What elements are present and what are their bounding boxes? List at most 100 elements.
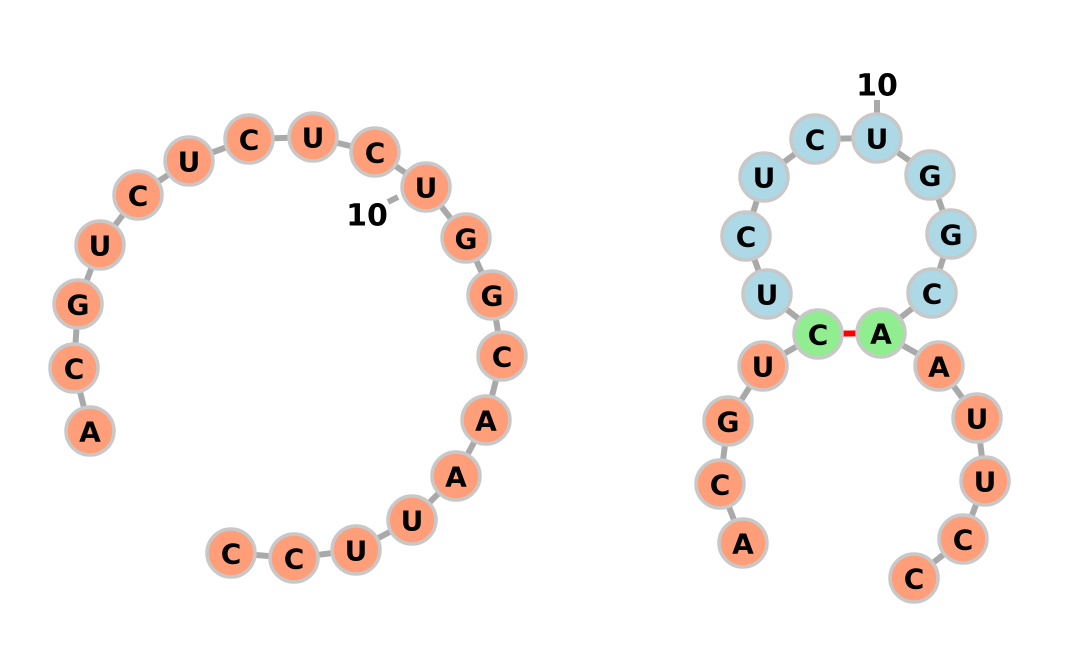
nucleotide-letter: U — [752, 351, 775, 384]
nucleotide-4[interactable]: U — [74, 219, 126, 271]
nucleotide-letter: C — [365, 137, 386, 170]
nucleotide-circle — [738, 151, 790, 203]
nucleotide-17[interactable]: U — [330, 524, 382, 576]
nucleotide-letter: U — [89, 230, 112, 263]
nucleotide-circle — [925, 208, 977, 260]
nucleotide-letter: G — [940, 219, 963, 252]
nucleotide-8[interactable]: U — [738, 151, 790, 203]
nucleotide-letter: C — [953, 524, 974, 557]
nucleotide-circle — [163, 135, 215, 187]
nucleotide-letter: C — [128, 180, 149, 213]
nucleotide-5[interactable]: C — [792, 308, 844, 360]
nucleotide-circle — [349, 126, 401, 178]
nucleotide-16[interactable]: U — [951, 392, 1003, 444]
nucleotide-5[interactable]: C — [112, 169, 164, 221]
nucleotide-circle — [430, 450, 482, 502]
nucleotide-letter: U — [345, 535, 368, 568]
nucleotide-circle — [330, 524, 382, 576]
nucleotide-12[interactable]: G — [466, 269, 518, 321]
nucleotide-letter: G — [67, 289, 90, 322]
nucleotide-1[interactable]: A — [64, 405, 116, 457]
nucleotide-circle — [717, 517, 769, 569]
nucleotide-14[interactable]: A — [460, 394, 512, 446]
nucleotide-9[interactable]: C — [789, 113, 841, 165]
nucleotide-circle — [64, 405, 116, 457]
nucleotide-letter: C — [736, 221, 757, 254]
nucleotide-letter: G — [455, 223, 478, 256]
nucleotide-circle — [223, 113, 275, 165]
nucleotide-9[interactable]: C — [349, 126, 401, 178]
nucleotide-letter: C — [808, 319, 829, 352]
nucleotide-17[interactable]: U — [959, 455, 1011, 507]
nucleotide-15[interactable]: A — [913, 340, 965, 392]
nucleotide-18[interactable]: C — [937, 513, 989, 565]
nucleotide-circle — [400, 161, 452, 213]
nucleotide-2[interactable]: C — [48, 342, 100, 394]
index-label: 10 — [856, 69, 898, 104]
nucleotide-13[interactable]: C — [906, 267, 958, 319]
nucleotide-circle — [460, 394, 512, 446]
nucleotide-circle — [268, 532, 320, 584]
nucleotide-16[interactable]: U — [386, 494, 438, 546]
nucleotide-letter: U — [966, 403, 989, 436]
nucleotide-circle — [959, 455, 1011, 507]
nucleotide-14[interactable]: A — [855, 307, 907, 359]
nucleotide-letter: G — [481, 280, 504, 313]
nucleotide-letter: U — [415, 172, 438, 205]
nucleotide-circle — [52, 278, 104, 330]
nucleotide-7[interactable]: C — [223, 113, 275, 165]
nucleotide-letter: C — [64, 353, 85, 386]
nucleotide-11[interactable]: G — [904, 149, 956, 201]
nucleotide-letter: A — [79, 416, 101, 449]
nucleotide-6[interactable]: U — [741, 268, 793, 320]
nucleotide-1[interactable]: A — [717, 517, 769, 569]
nucleotide-letter: G — [717, 406, 740, 439]
nucleotide-letter: A — [445, 461, 467, 494]
nucleotide-circle — [851, 112, 903, 164]
nucleotide-10[interactable]: U — [851, 112, 903, 164]
nucleotide-4[interactable]: U — [737, 340, 789, 392]
nucleotide-letter: A — [928, 351, 950, 384]
nucleotide-circle — [737, 340, 789, 392]
nucleotide-circle — [440, 212, 492, 264]
nucleotide-letter: A — [732, 528, 754, 561]
nucleotide-circle — [888, 552, 940, 604]
index-tick — [386, 194, 400, 205]
nucleotide-19[interactable]: C — [888, 552, 940, 604]
nucleotide-circle — [287, 111, 339, 163]
nucleotide-3[interactable]: G — [702, 395, 754, 447]
nucleotide-circle — [694, 458, 746, 510]
nucleotide-circle — [913, 340, 965, 392]
nucleotide-6[interactable]: U — [163, 135, 215, 187]
nucleotide-7[interactable]: C — [720, 210, 772, 262]
nucleotide-12[interactable]: G — [925, 208, 977, 260]
nucleotide-10[interactable]: U — [400, 161, 452, 213]
nucleotide-circle — [951, 392, 1003, 444]
nucleotide-letter: C — [805, 124, 826, 157]
nucleotide-2[interactable]: C — [694, 458, 746, 510]
nucleotide-circle — [205, 527, 257, 579]
nucleotide-letter: A — [870, 318, 892, 351]
nucleotide-letter: U — [178, 146, 201, 179]
nucleotide-circle — [904, 149, 956, 201]
nucleotide-circle — [48, 342, 100, 394]
nucleotide-18[interactable]: C — [268, 532, 320, 584]
nucleotide-letter: C — [922, 278, 943, 311]
nucleotide-11[interactable]: G — [440, 212, 492, 264]
nucleotide-circle — [386, 494, 438, 546]
nucleotide-8[interactable]: U — [287, 111, 339, 163]
nucleotide-letter: U — [753, 162, 776, 195]
nucleotide-circle — [789, 113, 841, 165]
nucleotide-letter: C — [904, 563, 925, 596]
nucleotide-circle — [792, 308, 844, 360]
nucleotide-13[interactable]: C — [476, 330, 528, 382]
nucleotide-letter: U — [866, 123, 889, 156]
nucleotide-15[interactable]: A — [430, 450, 482, 502]
nucleotide-circle — [855, 307, 907, 359]
nucleotide-circle — [741, 268, 793, 320]
nucleotide-3[interactable]: G — [52, 278, 104, 330]
nucleotide-19[interactable]: C — [205, 527, 257, 579]
